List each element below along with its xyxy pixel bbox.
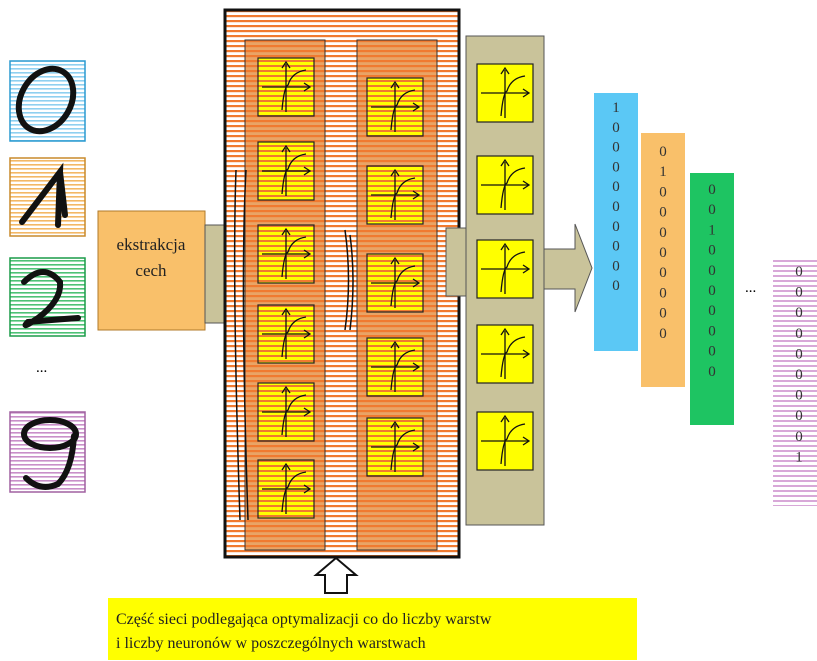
vector-digit: 0 xyxy=(612,179,620,195)
input-ellipsis: ... xyxy=(36,360,47,376)
vector-digit: 1 xyxy=(708,222,716,238)
feature-extraction-label-line2: cech xyxy=(135,261,167,280)
vector-digit: 0 xyxy=(708,182,716,198)
hidden-layer-1-neuron xyxy=(258,142,314,200)
vector-digit: 1 xyxy=(795,449,803,465)
vector-digit: 0 xyxy=(612,219,620,235)
input-digit-0 xyxy=(8,59,85,141)
vector-digit: 0 xyxy=(708,303,716,319)
hidden-layer-1-neuron xyxy=(258,305,314,363)
vector-digit: 0 xyxy=(612,239,620,255)
vector-digit: 0 xyxy=(708,344,716,360)
vector-digit: 0 xyxy=(612,159,620,175)
feature-extraction-label-line1: ekstrakcja xyxy=(117,235,186,254)
vector-digit: 0 xyxy=(708,243,716,259)
vector-digit: 0 xyxy=(659,326,667,342)
vector-digit: 0 xyxy=(795,408,803,424)
vector-digit: 0 xyxy=(659,245,667,261)
feature-extraction-block: ekstrakcja cech xyxy=(98,211,205,330)
vector-digit: 0 xyxy=(612,140,620,156)
up-arrow-icon xyxy=(316,558,356,593)
hidden-layer-2-neuron xyxy=(367,418,423,476)
output-neuron xyxy=(477,412,533,470)
vector-digit: 0 xyxy=(795,264,803,280)
input-digit-2 xyxy=(10,258,85,336)
vector-digit: 0 xyxy=(659,285,667,301)
hidden-layer-2-neuron xyxy=(367,78,423,136)
vector-digit: 0 xyxy=(612,258,620,274)
input-digit-1 xyxy=(10,158,85,236)
vector-digit: 0 xyxy=(708,202,716,218)
vector-digit: 0 xyxy=(659,184,667,200)
vector-digit: 1 xyxy=(612,100,620,116)
hidden-layer-1-neuron xyxy=(258,383,314,441)
output-vector-3: 0 0 0 0 0 0 0 0 0 1 xyxy=(773,258,817,506)
output-neuron xyxy=(477,325,533,383)
hidden-layer-1-neuron xyxy=(258,58,314,116)
input-digit-9 xyxy=(10,412,85,492)
vector-digit: 0 xyxy=(795,326,803,342)
output-vector-1: 0 1 0 0 0 0 0 0 0 0 xyxy=(641,133,685,387)
vector-digit: 0 xyxy=(708,283,716,299)
vector-digit: 0 xyxy=(795,346,803,362)
output-layer xyxy=(466,36,544,525)
hidden-layer-2-neuron xyxy=(367,254,423,312)
vector-digit: 0 xyxy=(795,367,803,383)
hidden-layer-1-neuron xyxy=(258,225,314,283)
vector-digit: 0 xyxy=(708,323,716,339)
vector-digit: 0 xyxy=(659,144,667,160)
vector-digit: 0 xyxy=(659,205,667,221)
caption-line2: i liczby neuronów w poszczególnych warst… xyxy=(116,635,426,652)
vector-digit: 1 xyxy=(659,164,667,180)
vector-digit: 0 xyxy=(612,199,620,215)
output-vector-2: 0 0 1 0 0 0 0 0 0 0 xyxy=(690,173,734,425)
vector-digit: 0 xyxy=(612,120,620,136)
vector-digit: 0 xyxy=(659,225,667,241)
output-neuron xyxy=(477,64,533,122)
hidden-layer-2-neuron xyxy=(367,166,423,224)
vector-digit: 0 xyxy=(795,429,803,445)
vector-digit: 0 xyxy=(795,388,803,404)
output-vector-0: 1 0 0 0 0 0 0 0 0 0 xyxy=(594,93,638,351)
hidden-layer-2-neuron xyxy=(367,338,423,396)
hidden-layers-block xyxy=(225,10,459,557)
output-ellipsis: ... xyxy=(745,280,756,296)
vector-digit: 0 xyxy=(612,278,620,294)
hidden-layer-1-neuron xyxy=(258,460,314,518)
vector-digit: 0 xyxy=(659,265,667,281)
output-vectors: 1 0 0 0 0 0 0 0 0 0 0 1 0 0 0 0 0 0 0 0 0 0 1 0 0 0 0 0 0 0 0 0 0 0 0 0 0 0 0 1 xyxy=(594,93,817,506)
vector-digit: 0 xyxy=(795,285,803,301)
vector-digit: 0 xyxy=(708,364,716,380)
vector-digit: 0 xyxy=(708,263,716,279)
output-neuron xyxy=(477,240,533,298)
caption-box: Część sieci podlegająca optymalizacji co… xyxy=(108,598,637,660)
vector-digit: 0 xyxy=(795,305,803,321)
caption-line1: Część sieci podlegająca optymalizacji co… xyxy=(116,611,492,628)
output-neuron xyxy=(477,156,533,214)
vector-digit: 0 xyxy=(659,306,667,322)
output-arrow xyxy=(544,224,592,312)
